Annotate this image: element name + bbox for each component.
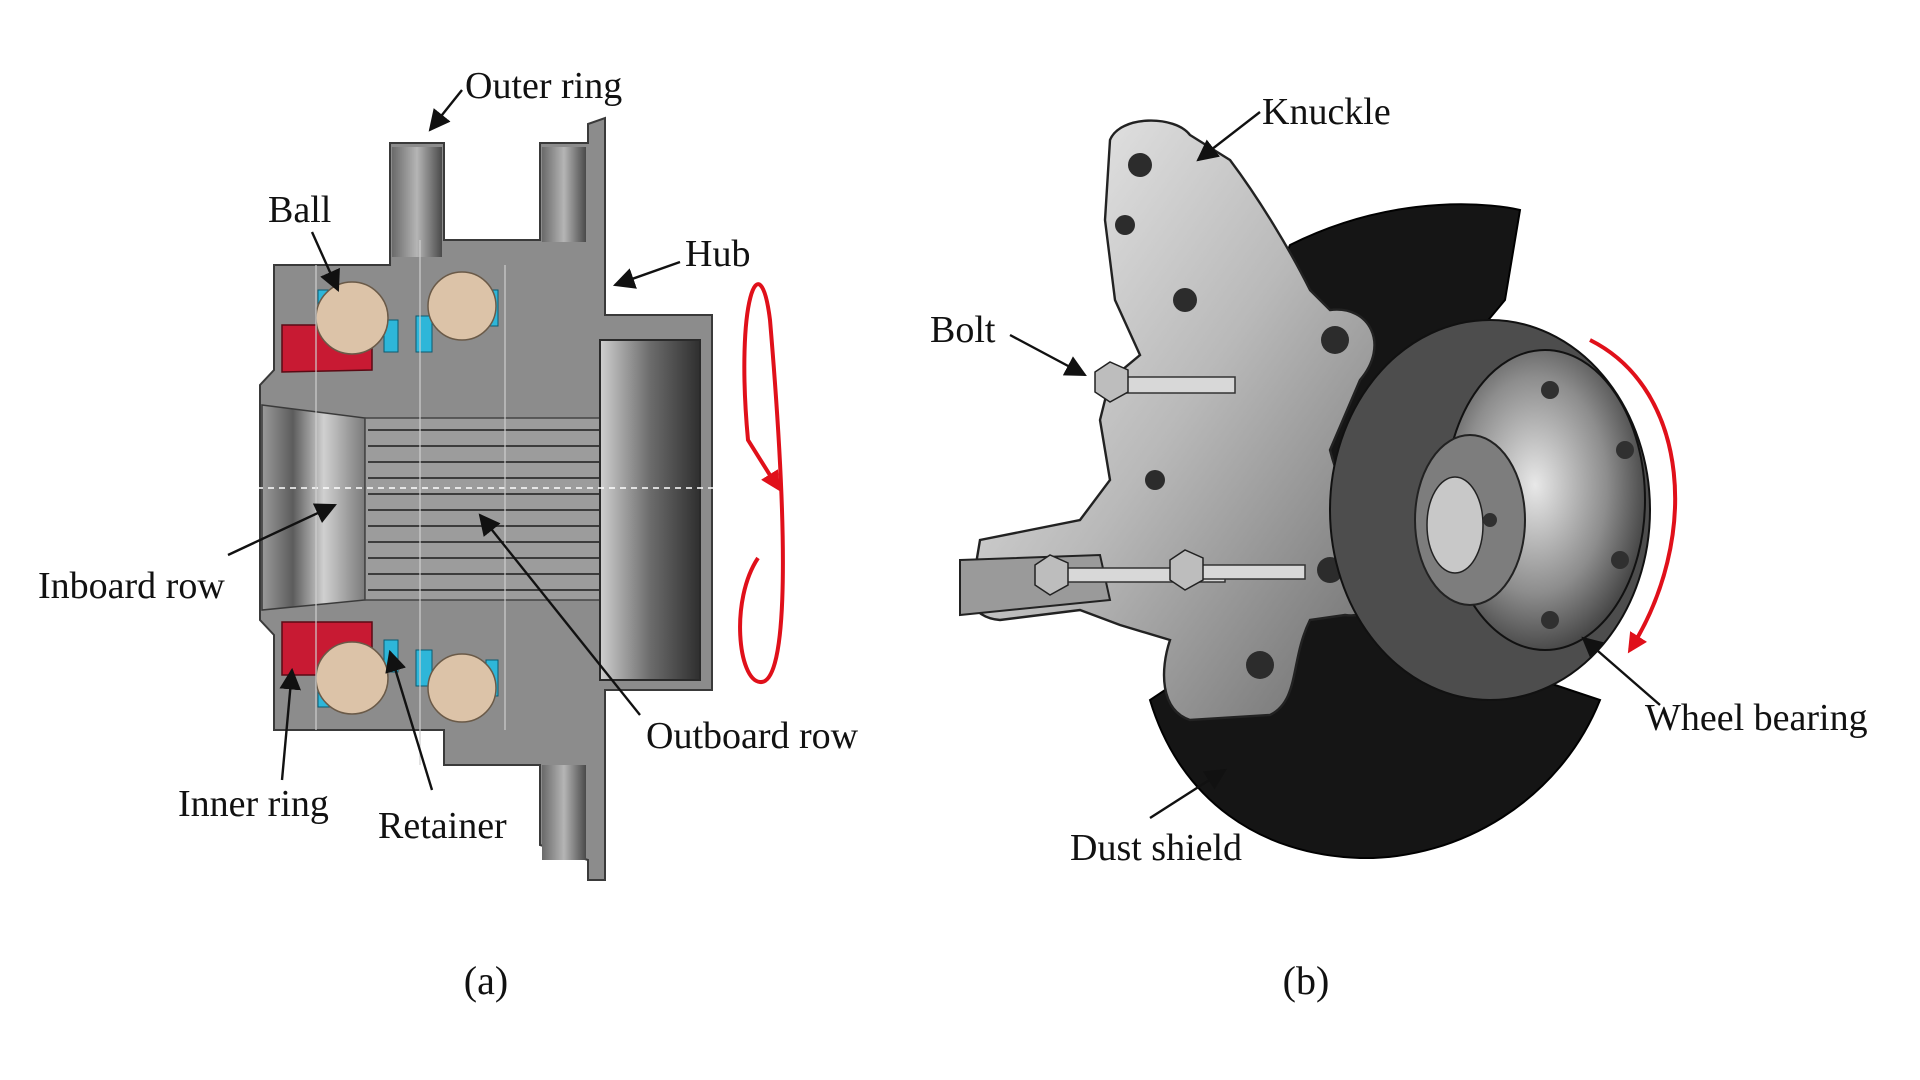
upper-flange-left: [392, 147, 442, 257]
knuckle-holes: [1115, 153, 1349, 679]
hub-cup: [599, 339, 701, 681]
label-ball: Ball: [268, 189, 331, 231]
caption-a: (a): [464, 958, 508, 1003]
hub-bore: [261, 404, 366, 611]
label-knuckle: Knuckle: [1262, 91, 1391, 133]
panel-b-assembly: [959, 119, 1677, 860]
callouts: Outer ring Ball Hub Inboard row Outboard…: [38, 65, 1868, 869]
panel-a-cross-section: [180, 116, 785, 881]
label-retainer: Retainer: [378, 805, 507, 847]
label-bolt: Bolt: [930, 309, 996, 351]
label-inboard-row: Inboard row: [38, 565, 225, 607]
wheel-bearing-hub: [1329, 319, 1651, 701]
spline-teeth: [368, 429, 600, 591]
label-inner-ring: Inner ring: [178, 783, 329, 825]
leader-lines: [227, 89, 1661, 820]
label-hub: Hub: [685, 233, 750, 275]
upper-flange-right: [542, 147, 586, 242]
bolts: [1034, 361, 1306, 596]
caption-b: (b): [1283, 958, 1330, 1003]
label-outboard-row: Outboard row: [646, 715, 859, 757]
section-seams: [315, 240, 506, 765]
lower-flange: [542, 765, 586, 860]
label-outer-ring: Outer ring: [465, 65, 622, 107]
label-wheel-bearing: Wheel bearing: [1645, 697, 1868, 739]
balls: [315, 271, 497, 723]
rotation-arrow-a: [738, 282, 785, 684]
label-dust-shield: Dust shield: [1070, 827, 1242, 869]
rotation-arrow-b: [1589, 338, 1677, 654]
